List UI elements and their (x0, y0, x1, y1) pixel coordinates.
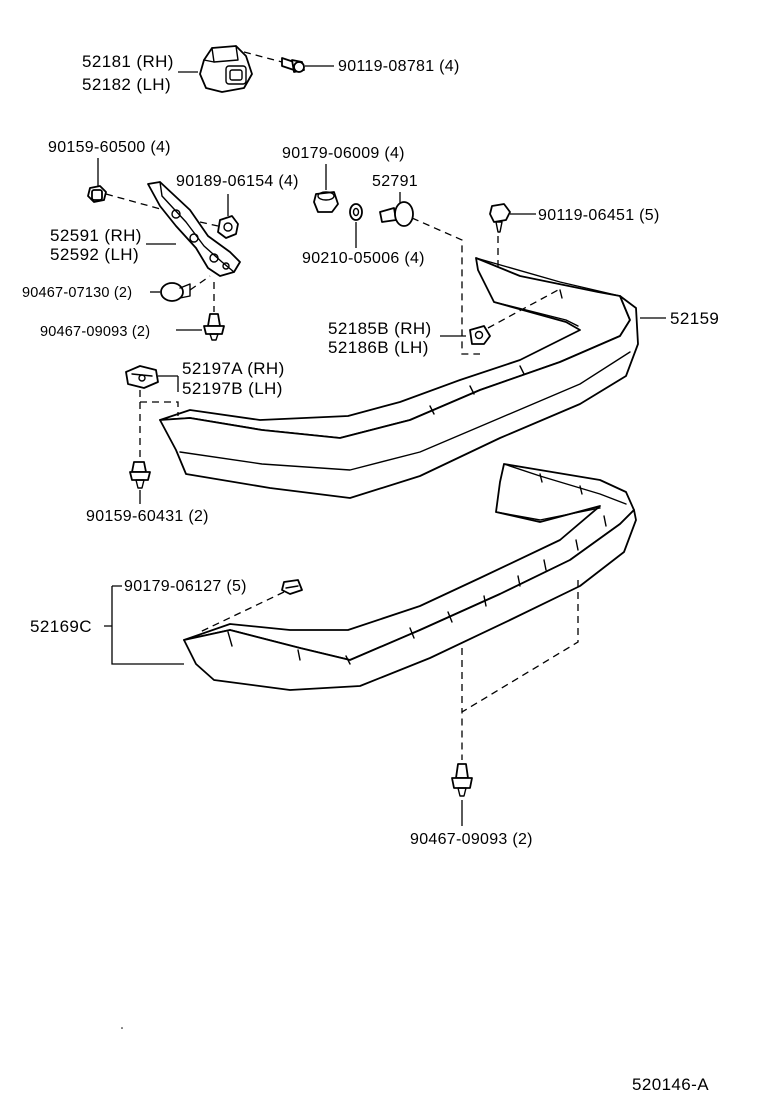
bracket-clip-part (160, 282, 191, 302)
side-retainer-lh-label: 52182 (LH) (82, 75, 171, 94)
grommet-part (313, 191, 339, 213)
bracket-nut-part (217, 215, 239, 239)
bracket-bolt-label: 90159-60500 (4) (48, 139, 171, 156)
side-support-part (125, 365, 159, 389)
bracket-clip-label: 90467-07130 (2) (22, 285, 132, 301)
bracket-lh-label: 52592 (LH) (50, 245, 139, 264)
reinforcement-part (159, 257, 639, 499)
reinforcement-bolt-label: 90119-06451 (5) (538, 207, 660, 224)
cover-nut-part (281, 579, 303, 595)
bracket-rh-label: 52591 (RH) (50, 226, 142, 245)
reinforcement-clip-lh-label: 52186B (LH) (328, 338, 429, 357)
side-retainer-rh-label: 52181 (RH) (82, 52, 174, 71)
bumper-cover-part (183, 463, 637, 691)
reinforcement-label: 52159 (670, 309, 719, 328)
retainer-screw-label: 90119-08781 (4) (338, 58, 460, 75)
pin-label: 52791 (372, 173, 418, 190)
side-support-rh-label: 52197A (RH) (182, 359, 285, 378)
bracket-clip-lower-part (203, 313, 225, 341)
diagram-id-label: 520146-A (632, 1075, 709, 1094)
washer-label: 90210-05006 (4) (302, 250, 425, 267)
support-screw-part (129, 461, 151, 489)
retainer-screw-part (281, 57, 305, 73)
grommet-label: 90179-06009 (4) (282, 145, 405, 162)
support-screw-label: 90159-60431 (2) (86, 508, 209, 525)
side-support-lh-label: 52197B (LH) (182, 379, 283, 398)
bracket-nut-label: 90189-06154 (4) (176, 173, 299, 190)
pin-part (379, 201, 414, 227)
washer-part (349, 203, 363, 221)
bracket-part (147, 181, 241, 277)
cover-nut-label: 90179-06127 (5) (124, 578, 247, 595)
bumper-cover-label: 52169C (30, 617, 92, 636)
reinforcement-clip-part (469, 325, 491, 345)
cover-clip-label: 90467-09093 (2) (410, 831, 533, 848)
cover-clip-part (451, 763, 473, 797)
reinforcement-bolt-part (489, 203, 511, 233)
reinforcement-clip-rh-label: 52185B (RH) (328, 319, 432, 338)
side-retainer-part (199, 45, 253, 93)
bracket-bolt-part (87, 185, 107, 203)
bracket-clip-lower-label: 90467-09093 (2) (40, 324, 150, 340)
